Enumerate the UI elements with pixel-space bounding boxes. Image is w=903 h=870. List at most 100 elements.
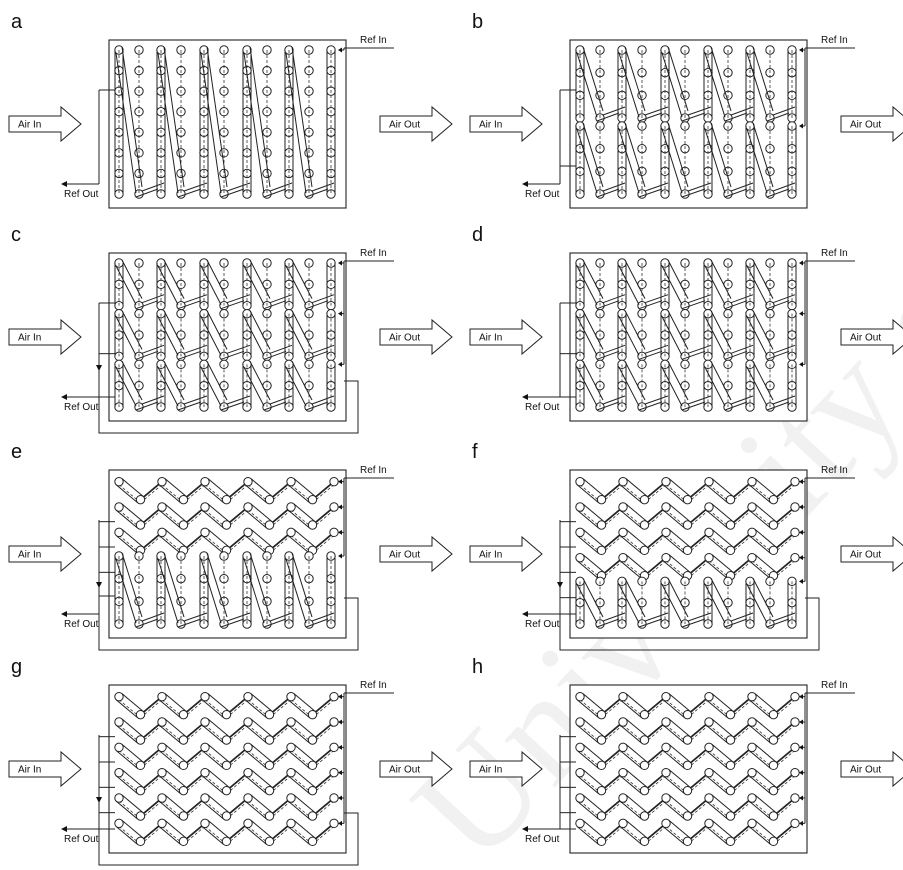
tube-end — [244, 692, 252, 700]
tube-end — [619, 553, 627, 561]
tube-end — [619, 692, 627, 700]
tube-end — [308, 812, 316, 820]
tube-end — [179, 736, 187, 744]
tube-end — [726, 495, 734, 503]
tube-end — [640, 812, 648, 820]
tube-end — [705, 743, 713, 751]
tube-end — [662, 819, 670, 827]
tube-end — [748, 528, 756, 536]
tube-end — [265, 761, 273, 769]
tube-end — [179, 521, 187, 529]
panel-e: eAir InAir OutRef InRef Out — [9, 441, 452, 650]
tube-end — [287, 819, 295, 827]
tube-end — [287, 692, 295, 700]
tube-end — [287, 718, 295, 726]
tube-end — [619, 743, 627, 751]
tube-end — [222, 521, 230, 529]
ref-out-label: Ref Out — [64, 834, 99, 845]
tube-end — [769, 786, 777, 794]
tube-end — [287, 743, 295, 751]
tube-end — [619, 819, 627, 827]
tube-end — [748, 718, 756, 726]
tube-end — [683, 736, 691, 744]
tube-end — [115, 528, 123, 536]
tube-end — [179, 812, 187, 820]
tube-end — [640, 736, 648, 744]
flow-arrowhead — [61, 181, 67, 187]
flow-arrowhead — [96, 797, 102, 803]
air-in-arrow-label: Air In — [479, 765, 502, 776]
panel-d: dAir InAir OutRef InRef Out — [470, 224, 903, 421]
tube-end — [158, 819, 166, 827]
tube-end — [265, 812, 273, 820]
tube-end — [201, 768, 209, 776]
tube-end — [222, 710, 230, 718]
flow-arrowhead — [96, 365, 102, 371]
air-out-arrow-label: Air Out — [389, 550, 420, 561]
tube-end — [265, 736, 273, 744]
ref-in-label: Ref In — [360, 248, 387, 259]
tube-end — [158, 503, 166, 511]
tube-end — [597, 761, 605, 769]
tube-end — [791, 553, 799, 561]
air-in-arrow-label: Air In — [18, 550, 41, 561]
ref-in-label: Ref In — [360, 35, 387, 46]
ref-out-label: Ref Out — [525, 189, 560, 200]
air-out-arrow-label: Air Out — [389, 333, 420, 344]
tube-end — [308, 761, 316, 769]
ref-out-label: Ref Out — [64, 402, 99, 413]
tube-end — [287, 768, 295, 776]
panel-f: fAir InAir OutRef InRef Out — [470, 441, 903, 650]
panel-label-h: h — [472, 656, 483, 678]
tube-end — [158, 768, 166, 776]
tube-end — [136, 812, 144, 820]
tube-end — [576, 743, 584, 751]
flow-arrowhead — [61, 394, 67, 400]
tube-end — [576, 768, 584, 776]
tube-end — [576, 553, 584, 561]
tube-end — [158, 794, 166, 802]
tube-end — [769, 736, 777, 744]
tube-end — [640, 521, 648, 529]
tube-end — [791, 819, 799, 827]
tube-end — [640, 786, 648, 794]
tube-end — [748, 553, 756, 561]
air-out-arrow-label: Air Out — [850, 550, 881, 561]
panel-label-b: b — [472, 11, 483, 33]
tube-end — [726, 736, 734, 744]
air-in-arrow-label: Air In — [18, 120, 41, 131]
tube-end — [576, 692, 584, 700]
tube-end — [330, 743, 338, 751]
tube-end — [136, 710, 144, 718]
tube-end — [115, 743, 123, 751]
tube-end — [619, 477, 627, 485]
ref-in-label: Ref In — [821, 248, 848, 259]
tube-end — [115, 768, 123, 776]
tube-end — [222, 837, 230, 845]
ref-out-label: Ref Out — [64, 619, 99, 630]
tube-end — [201, 743, 209, 751]
tube-end — [308, 736, 316, 744]
ref-out-label: Ref Out — [525, 619, 560, 630]
tube-end — [683, 710, 691, 718]
tube-end — [791, 477, 799, 485]
tube-end — [330, 528, 338, 536]
air-in-arrow-label: Air In — [18, 333, 41, 344]
tube-end — [748, 768, 756, 776]
coil-frame — [109, 40, 346, 208]
tube-end — [705, 692, 713, 700]
air-in-arrow-label: Air In — [479, 333, 502, 344]
tube-end — [683, 495, 691, 503]
ref-in-label: Ref In — [360, 465, 387, 476]
tube-end — [576, 528, 584, 536]
tube-end — [640, 710, 648, 718]
tube-end — [619, 768, 627, 776]
tube-end — [769, 837, 777, 845]
tube-end — [330, 503, 338, 511]
tube-end — [244, 718, 252, 726]
tube-end — [287, 477, 295, 485]
tube-end — [115, 819, 123, 827]
tube-end — [201, 503, 209, 511]
